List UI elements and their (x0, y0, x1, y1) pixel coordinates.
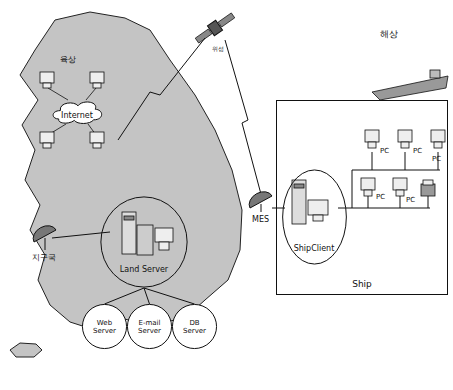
node-text: DB Server (179, 320, 210, 335)
ship-lan (338, 152, 440, 208)
node-text: Ship (352, 280, 372, 289)
node-text: Web Server (89, 320, 120, 335)
satellite-label: 위성 (212, 46, 224, 53)
earth-station-antenna (33, 226, 56, 250)
land-pcs (40, 72, 104, 148)
satellite (194, 10, 237, 45)
db-server-circle: DB Server (172, 304, 217, 349)
land-server-group: Land Server (100, 196, 188, 288)
sea-label: 해상 (380, 30, 398, 40)
pc-label: PC (380, 148, 389, 156)
mes-antenna (249, 192, 272, 212)
web-server-circle: Web Server (82, 304, 127, 349)
shipclient-server-icon (292, 180, 328, 224)
jeju-island (10, 343, 42, 357)
pc-label: PC (413, 148, 422, 156)
ship-illustration (372, 70, 448, 100)
satellite-link (118, 38, 205, 140)
connector-line (144, 288, 195, 304)
ship-pcs (361, 130, 445, 196)
email-server-circle: E-mail Server (127, 304, 172, 349)
ship-box: Ship ShipClient (276, 100, 448, 295)
ellipse-outline (100, 196, 188, 288)
node-text: E-mail Server (134, 320, 165, 335)
earth-station-label: 지구국 (32, 254, 56, 263)
pc-label: PC (406, 197, 415, 205)
node-text: Internet (61, 112, 93, 120)
connector-line (105, 288, 145, 304)
connector-line (144, 288, 150, 304)
mes-label: MES (252, 216, 269, 225)
satellite-link (225, 40, 262, 198)
internet-cloud: Internet (51, 98, 103, 126)
korea-map (20, 12, 242, 330)
server-icons (122, 212, 173, 255)
pc-label: PC (432, 156, 441, 164)
shipclient-group: ShipClient (282, 169, 347, 265)
pc-label: PC (376, 194, 385, 202)
node-text: ShipClient (294, 245, 335, 253)
land-label: 육상 (60, 56, 76, 65)
node-text: Land Server (120, 266, 168, 274)
